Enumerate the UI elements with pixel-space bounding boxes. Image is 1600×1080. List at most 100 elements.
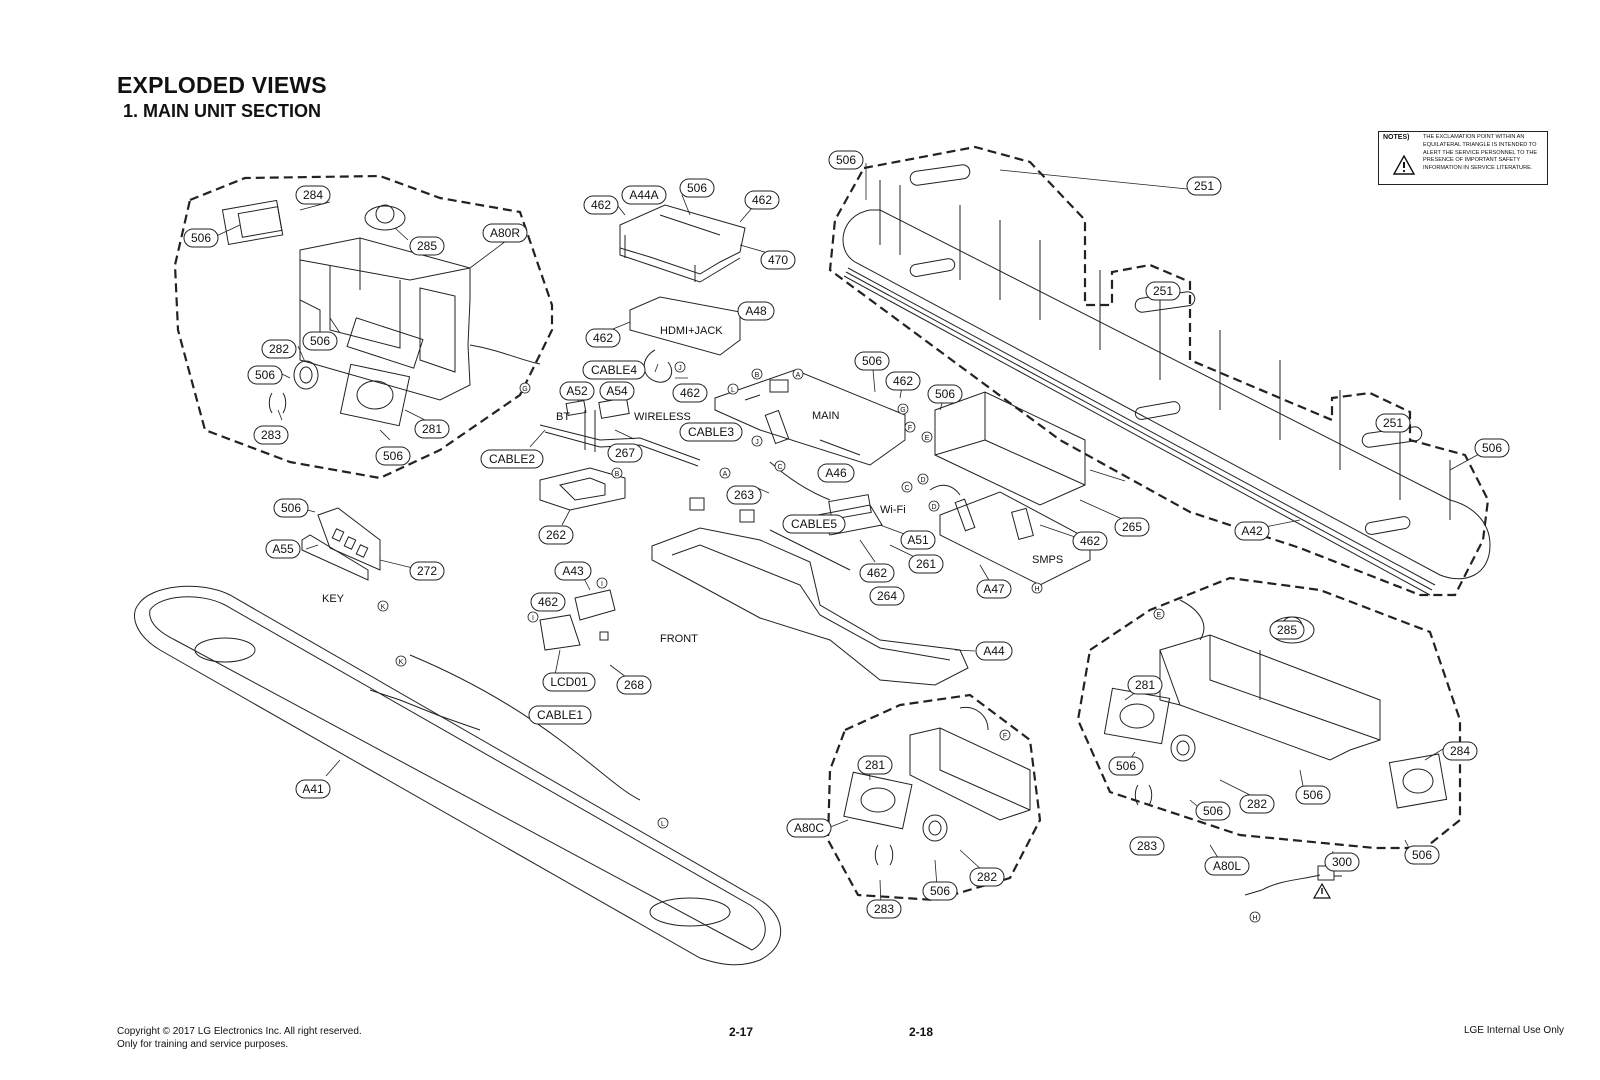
connector-k: K: [377, 600, 389, 612]
svg-text:A48: A48: [745, 304, 767, 318]
connector-f: F: [904, 421, 916, 433]
callout-CABLE5: CABLE5: [782, 514, 846, 534]
page-number-left: 2-17: [729, 1025, 754, 1039]
svg-text:A46: A46: [825, 466, 847, 480]
section-title: 1. MAIN UNIT SECTION: [123, 101, 322, 121]
a80c-speaker-enclosure: [843, 706, 1031, 866]
svg-text:462: 462: [538, 595, 558, 609]
power-cord-300: [1244, 865, 1342, 896]
svg-text:A43: A43: [562, 564, 584, 578]
svg-text:A80C: A80C: [794, 821, 824, 835]
svg-text:506: 506: [687, 181, 707, 195]
a41-bottom-cabinet: [134, 585, 782, 966]
a46-main-board: [714, 369, 906, 466]
svg-text:A55: A55: [272, 542, 294, 556]
chassis-a44: [651, 497, 969, 686]
callout-506: 506: [828, 150, 864, 170]
svg-text:506: 506: [1203, 804, 1223, 818]
callout-506: 506: [1295, 785, 1331, 805]
label-smps: SMPS: [1032, 554, 1063, 566]
callout-285: 285: [1269, 620, 1305, 640]
svg-text:G: G: [522, 386, 527, 393]
svg-text:D: D: [931, 504, 936, 511]
svg-text:462: 462: [867, 566, 887, 580]
svg-text:I: I: [532, 615, 534, 622]
svg-text:265: 265: [1122, 520, 1142, 534]
callout-A48: A48: [737, 301, 775, 321]
label-bt: BT: [556, 411, 570, 423]
svg-text:462: 462: [591, 198, 611, 212]
callout-506: 506: [375, 446, 411, 466]
svg-text:281: 281: [865, 758, 885, 772]
svg-text:A51: A51: [907, 533, 929, 547]
callout-251: 251: [1186, 176, 1222, 196]
svg-text:284: 284: [1450, 744, 1470, 758]
svg-text:E: E: [925, 435, 930, 442]
svg-text:C: C: [904, 485, 909, 492]
connector-b: B: [611, 467, 623, 479]
callout-462: 462: [583, 195, 619, 215]
svg-text:506: 506: [1116, 759, 1136, 773]
callout-282: 282: [1239, 794, 1275, 814]
svg-text:506: 506: [930, 884, 950, 898]
svg-text:A41: A41: [302, 782, 324, 796]
svg-text:A: A: [796, 372, 801, 379]
callout-265: 265: [1114, 517, 1150, 537]
callout-251: 251: [1375, 413, 1411, 433]
svg-text:H: H: [1252, 915, 1257, 922]
callout-CABLE3: CABLE3: [679, 422, 743, 442]
svg-text:G: G: [900, 407, 905, 414]
connector-a: A: [719, 467, 731, 479]
callout-506: 506: [183, 228, 219, 248]
svg-text:506: 506: [1482, 441, 1502, 455]
a48-hdmi-board: [629, 296, 741, 383]
callout-A47: A47: [976, 579, 1012, 599]
callout-A52: A52: [559, 381, 595, 401]
warning-triangle-icon: [1393, 155, 1415, 175]
callout-282: 282: [969, 867, 1005, 887]
svg-text:470: 470: [768, 253, 788, 267]
callout-A44: A44: [975, 641, 1013, 661]
callout-272: 272: [409, 561, 445, 581]
callout-506: 506: [1108, 756, 1144, 776]
callout-283: 283: [253, 425, 289, 445]
label-front: FRONT: [660, 633, 698, 645]
connector-g: G: [519, 382, 531, 394]
svg-text:285: 285: [417, 239, 437, 253]
callout-462: 462: [885, 371, 921, 391]
notes-text: THE EXCLAMATION POINT WITHIN AN EQUILATE…: [1423, 134, 1538, 172]
callout-LCD01: LCD01: [542, 672, 596, 692]
callout-506: 506: [247, 365, 283, 385]
svg-text:506: 506: [836, 153, 856, 167]
svg-text:K: K: [381, 604, 386, 611]
svg-text:506: 506: [191, 231, 211, 245]
connector-e: E: [921, 431, 933, 443]
svg-text:I: I: [601, 581, 603, 588]
page-number-right: 2-18: [909, 1025, 934, 1039]
svg-text:506: 506: [383, 449, 403, 463]
callout-A55: A55: [265, 539, 301, 559]
callout-506: 506: [1404, 845, 1440, 865]
callout-506: 506: [273, 498, 309, 518]
smps-shield-265: [934, 391, 1086, 506]
svg-text:506: 506: [310, 334, 330, 348]
footer-classification: LGE Internal Use Only: [1463, 1025, 1564, 1036]
svg-text:282: 282: [1247, 797, 1267, 811]
callout-262: 262: [538, 525, 574, 545]
connector-d: D: [928, 500, 940, 512]
label-main: MAIN: [812, 410, 840, 422]
connector-l: L: [727, 383, 739, 395]
svg-text:263: 263: [734, 488, 754, 502]
connector-markers: G B A J B A L J G F E C D C D H K I I K …: [377, 361, 1261, 923]
svg-text:462: 462: [593, 331, 613, 345]
svg-text:283: 283: [874, 902, 894, 916]
label-key: KEY: [322, 593, 345, 605]
connector-i: I: [596, 577, 608, 589]
svg-text:J: J: [755, 439, 759, 446]
svg-text:CABLE3: CABLE3: [688, 425, 734, 439]
callout-264: 264: [869, 586, 905, 606]
callout-506: 506: [927, 384, 963, 404]
board-262: [539, 467, 626, 511]
safety-notes-box: NOTES) THE EXCLAMATION POINT WITHIN AN E…: [1378, 131, 1548, 185]
callout-470: 470: [760, 250, 796, 270]
